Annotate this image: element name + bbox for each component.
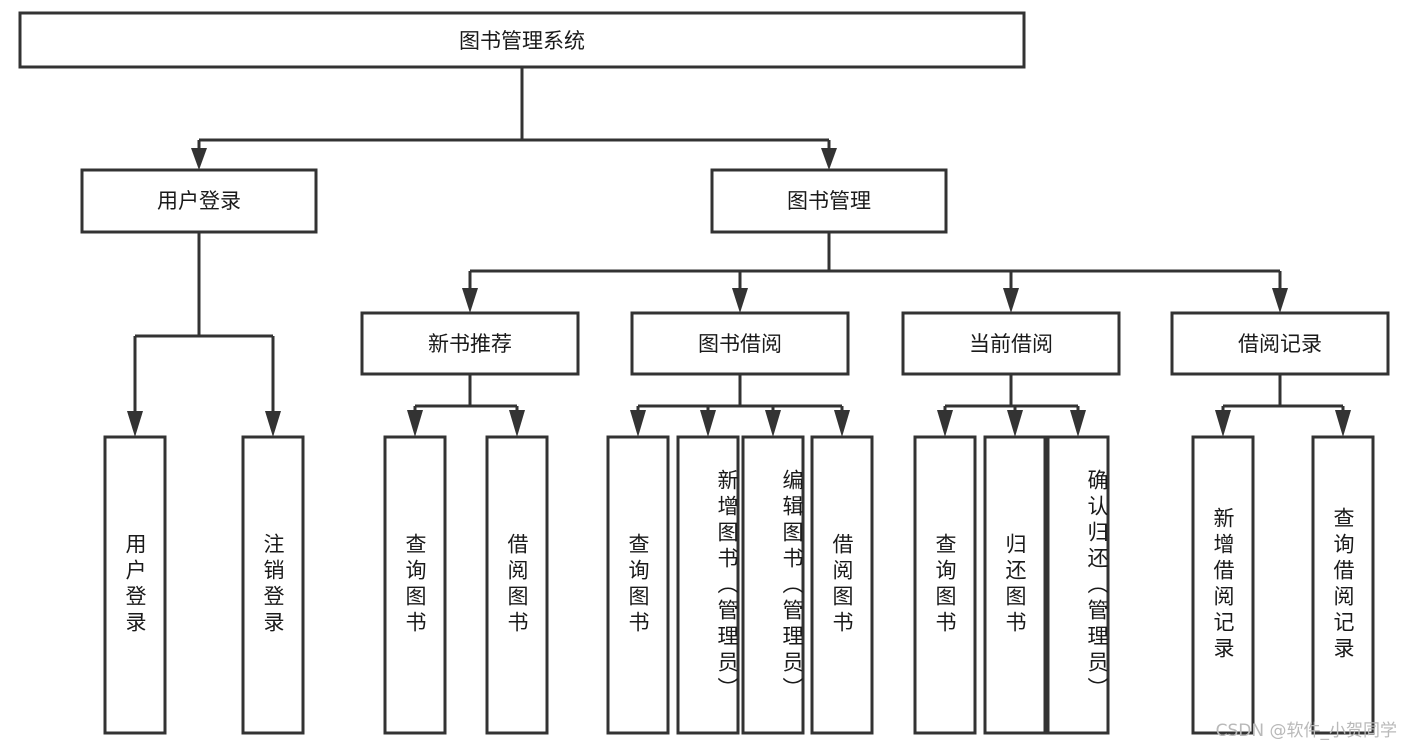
arrow-bb-leaf-2: [700, 410, 716, 437]
leaf-borrow-book-2-label: 借阅图书: [830, 533, 855, 637]
leaf-query-book-2-box: [606, 435, 670, 735]
node-new-book-recommend-label: 新书推荐: [428, 332, 512, 356]
leaf-node-user-login[interactable]: 用户登录: [103, 435, 167, 735]
node-user-login-box: [80, 168, 318, 234]
node-user-login-label: 用户登录: [157, 189, 241, 213]
leaf-user-login-label: 用户登录: [123, 533, 148, 637]
leaf-borrow-book-2-box: [810, 435, 874, 735]
leaf-add-book-admin-textwrap: 新增图书（管理员）: [715, 469, 738, 703]
node-user-login[interactable]: 用户登录: [80, 168, 318, 234]
leaf-add-borrow-record-box: [1191, 435, 1255, 735]
arrow-cb-leaf-2: [1007, 410, 1023, 437]
leaf-user-login-box: [103, 435, 167, 735]
connectors-layer: [127, 67, 1351, 437]
node-book-manage-label: 图书管理: [787, 189, 871, 213]
leaf-logout-login-textwrap: 注销登录: [261, 533, 286, 637]
leaf-query-book-1-label: 查询图书: [403, 533, 428, 637]
node-book-borrow-label: 图书借阅: [698, 332, 782, 356]
leaf-query-book-2-textwrap: 查询图书: [626, 533, 651, 637]
node-book-borrow[interactable]: 图书借阅: [630, 311, 850, 376]
leaf-node-borrow-book-1[interactable]: 借阅图书: [485, 435, 549, 735]
arrow-cb-leaf-1: [937, 410, 953, 437]
leaf-return-book-label: 归还图书: [1003, 533, 1028, 637]
node-root-label: 图书管理系统: [459, 29, 585, 53]
node-borrow-record[interactable]: 借阅记录: [1170, 311, 1390, 376]
node-current-borrow-label: 当前借阅: [969, 332, 1053, 356]
leaf-query-borrow-record-textwrap: 查询借阅记录: [1331, 507, 1356, 663]
leaf-node-borrow-book-2[interactable]: 借阅图书: [810, 435, 874, 735]
arrow-root-to-user-login: [191, 148, 207, 170]
arrow-cb-leaf-3: [1070, 410, 1086, 437]
leaf-return-book-textwrap: 归还图书: [1003, 533, 1028, 637]
arrow-br-leaf-1: [1215, 410, 1231, 437]
leaf-return-book-box: [983, 435, 1047, 735]
leaf-node-add-borrow-record[interactable]: 新增借阅记录: [1191, 435, 1255, 735]
leaf-node-query-book-3[interactable]: 查询图书: [913, 435, 977, 735]
arrow-br-leaf-2: [1335, 410, 1351, 437]
node-new-book-recommend-box: [360, 311, 580, 376]
leaf-query-book-3-box: [913, 435, 977, 735]
leaf-node-query-book-2[interactable]: 查询图书: [606, 435, 670, 735]
arrow-root-to-book-manage: [821, 148, 837, 170]
arrow-bb-leaf-4: [834, 410, 850, 437]
leaf-add-book-admin-box: [676, 435, 740, 735]
leaf-borrow-book-1-textwrap: 借阅图书: [505, 533, 530, 637]
node-book-borrow-box: [630, 311, 850, 376]
arrow-bb-leaf-1: [630, 410, 646, 437]
arrow-bm-new-book-recommend: [462, 288, 478, 313]
node-new-book-recommend[interactable]: 新书推荐: [360, 311, 580, 376]
arrow-bm-current-borrow: [1003, 288, 1019, 313]
leaf-query-book-2-label: 查询图书: [626, 533, 651, 637]
node-book-manage-box: [710, 168, 948, 234]
leaf-logout-login-box: [241, 435, 305, 735]
leaf-node-confirm-return-admin[interactable]: 确认归还（管理员）: [1046, 435, 1110, 735]
leaf-confirm-return-admin-textwrap: 确认归还（管理员）: [1085, 469, 1108, 703]
arrow-user-login-leaf-1: [127, 411, 143, 437]
leaf-add-borrow-record-label: 新增借阅记录: [1211, 507, 1236, 663]
node-current-borrow-box: [901, 311, 1121, 376]
leaf-confirm-return-admin-label: 确认归还（管理员）: [1085, 469, 1108, 703]
leaf-node-edit-book-admin[interactable]: 编辑图书（管理员）: [741, 435, 805, 735]
leaf-query-borrow-record-box: [1311, 435, 1375, 735]
leaf-user-login-textwrap: 用户登录: [123, 533, 148, 637]
leaf-edit-book-admin-textwrap: 编辑图书（管理员）: [780, 469, 803, 703]
arrow-new-book-leaf-2: [509, 410, 525, 437]
leaf-add-book-admin-label: 新增图书（管理员）: [715, 469, 738, 703]
leaf-node-add-book-admin[interactable]: 新增图书（管理员）: [676, 435, 740, 735]
arrow-bm-borrow-record: [1272, 288, 1288, 313]
node-borrow-record-label: 借阅记录: [1238, 332, 1322, 356]
leaf-query-book-3-textwrap: 查询图书: [933, 533, 958, 637]
arrow-bm-book-borrow: [732, 288, 748, 313]
node-root[interactable]: 图书管理系统: [18, 11, 1026, 69]
leaf-edit-book-admin-box: [741, 435, 805, 735]
node-book-manage[interactable]: 图书管理: [710, 168, 948, 234]
leaf-query-book-3-label: 查询图书: [933, 533, 958, 637]
leaf-node-logout-login[interactable]: 注销登录: [241, 435, 305, 735]
leaf-node-query-book-1[interactable]: 查询图书: [383, 435, 447, 735]
leaf-node-return-book[interactable]: 归还图书: [983, 435, 1047, 735]
leaf-node-query-borrow-record[interactable]: 查询借阅记录: [1311, 435, 1375, 735]
leaf-borrow-book-1-box: [485, 435, 549, 735]
node-borrow-record-box: [1170, 311, 1390, 376]
arrow-bb-leaf-3: [765, 410, 781, 437]
leaf-query-book-1-textwrap: 查询图书: [403, 533, 428, 637]
leaf-confirm-return-admin-box: [1046, 435, 1110, 735]
leaf-add-borrow-record-textwrap: 新增借阅记录: [1211, 507, 1236, 663]
leaf-query-book-1-box: [383, 435, 447, 735]
leaf-logout-login-label: 注销登录: [261, 533, 286, 637]
arrow-user-login-leaf-2: [265, 411, 281, 437]
leaf-borrow-book-1-label: 借阅图书: [505, 533, 530, 637]
arrow-new-book-leaf-1: [407, 410, 423, 437]
leaf-borrow-book-2-textwrap: 借阅图书: [830, 533, 855, 637]
leaf-edit-book-admin-label: 编辑图书（管理员）: [780, 469, 803, 703]
node-root-box: [18, 11, 1026, 69]
leaf-query-borrow-record-label: 查询借阅记录: [1331, 507, 1356, 663]
node-current-borrow[interactable]: 当前借阅: [901, 311, 1121, 376]
